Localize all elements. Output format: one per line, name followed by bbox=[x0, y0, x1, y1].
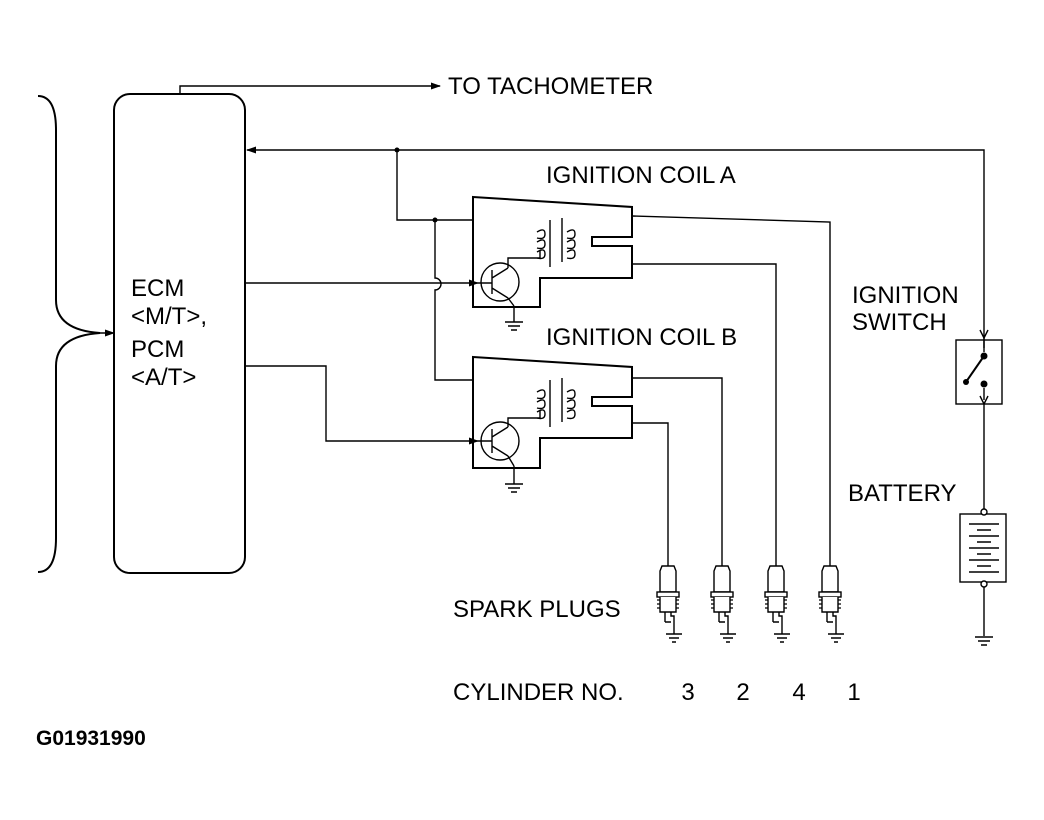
pcm-at-label: <A/T> bbox=[131, 364, 196, 391]
spark-plug-cyl2 bbox=[710, 565, 737, 643]
tachometer-label: TO TACHOMETER bbox=[448, 73, 653, 100]
battery-ground-icon bbox=[974, 636, 994, 646]
plug-wire-cyl2 bbox=[632, 377, 723, 566]
coil-a-windings bbox=[536, 218, 576, 267]
coil-power-wire bbox=[396, 150, 473, 221]
spark-plug-cyl3 bbox=[656, 565, 683, 643]
ignition-switch-label-2: SWITCH bbox=[852, 309, 947, 336]
figure-id: G01931990 bbox=[36, 727, 146, 750]
coil-b-windings bbox=[536, 378, 576, 427]
cylinder-no-label: CYLINDER NO. bbox=[453, 679, 624, 706]
coil-b-transistor bbox=[478, 410, 541, 493]
ecm-pcm-box bbox=[113, 93, 246, 574]
power-feed-wire bbox=[246, 146, 985, 348]
spark-plug-cyl4 bbox=[764, 565, 791, 643]
plug-wire-cyl3 bbox=[632, 422, 669, 566]
coil-a-body bbox=[472, 195, 633, 308]
ignition-switch-symbol bbox=[955, 329, 1003, 406]
coil-a-transistor bbox=[478, 250, 541, 331]
ecm-mt-label: <M/T>, bbox=[131, 303, 207, 330]
tachometer-wire bbox=[179, 82, 441, 94]
cylinder-number: 4 bbox=[792, 679, 805, 706]
coil-a-label: IGNITION COIL A bbox=[546, 162, 736, 189]
cylinder-number: 2 bbox=[736, 679, 749, 706]
battery-symbol bbox=[959, 508, 1007, 588]
coil-b-drive-wire bbox=[245, 365, 479, 445]
spark-plug-cyl1 bbox=[818, 565, 845, 643]
plug-wire-cyl1 bbox=[631, 215, 831, 566]
pcm-label: PCM bbox=[131, 336, 184, 363]
plug-wire-cyl4 bbox=[632, 263, 777, 566]
battery-label: BATTERY bbox=[848, 480, 956, 507]
input-brace bbox=[37, 95, 101, 573]
cylinder-number: 3 bbox=[681, 679, 694, 706]
cylinder-number: 1 bbox=[847, 679, 860, 706]
coil-b-body bbox=[472, 355, 633, 469]
coil-b-label: IGNITION COIL B bbox=[546, 324, 737, 351]
ecm-label: ECM bbox=[131, 275, 184, 302]
ignition-switch-label: IGNITION bbox=[852, 282, 959, 309]
coil-b-power-wire bbox=[434, 220, 473, 381]
spark-plugs-label: SPARK PLUGS bbox=[453, 596, 621, 623]
